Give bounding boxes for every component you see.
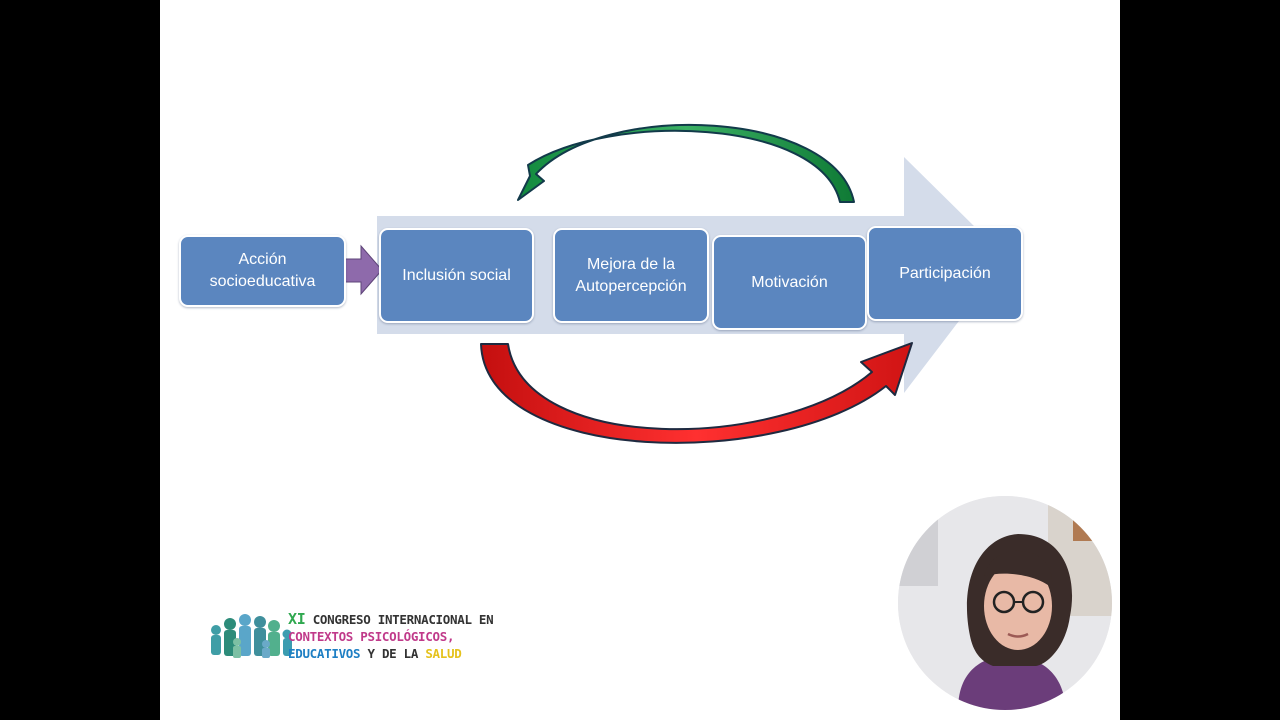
logo-salud: Salud (425, 646, 462, 661)
box-participacion: Participación (867, 226, 1023, 321)
logo-xi: XI (288, 610, 306, 628)
logo-text: XI Congreso Internacional en Contextos P… (288, 611, 508, 662)
logo-line2: Contextos Psicológicos, (288, 629, 455, 644)
logo-educativos: Educativos (288, 646, 361, 661)
box-label: Mejora de la (586, 255, 676, 273)
box-inclusion-social: Inclusión social (379, 228, 534, 323)
box-label: socioeducativa (209, 273, 316, 290)
box-label: Acción (238, 251, 287, 268)
crowd-logo-icon (211, 614, 292, 658)
connector-arrow (342, 244, 383, 296)
forward-arrow-red (480, 342, 913, 444)
box-label: Autopercepción (575, 277, 687, 295)
logo-mid: y de la (367, 646, 419, 661)
box-label: Inclusión social (402, 266, 511, 284)
feedback-arrow-green (517, 123, 855, 203)
presenter-webcam (898, 496, 1112, 710)
box-mejora-autopercepcion: Mejora de la Autopercepción (553, 228, 709, 323)
presenter-video-icon (898, 496, 1112, 710)
congress-logo: XI Congreso Internacional en Contextos P… (204, 606, 504, 666)
box-label: Motivación (751, 273, 828, 291)
presentation-slide: Acción socioeducativa Inclusión social Me… (160, 0, 1120, 720)
box-motivacion: Motivación (712, 235, 867, 330)
box-label: Participación (899, 264, 991, 282)
box-accion-socioeducativa: Acción socioeducativa (179, 235, 346, 307)
logo-line1: Congreso Internacional en (312, 612, 494, 627)
